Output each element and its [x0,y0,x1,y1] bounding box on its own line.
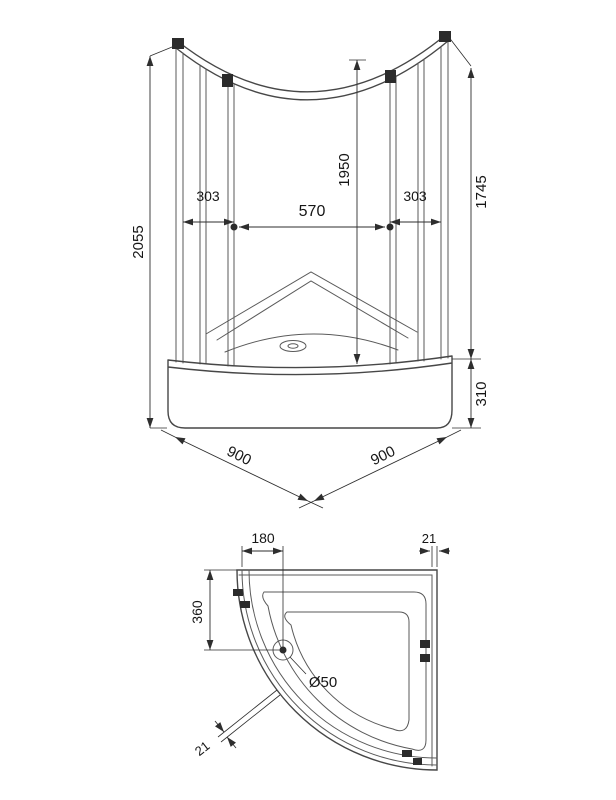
door-roller-left [222,74,233,87]
door-knob-right [386,223,394,231]
dim-line-side-left [174,436,309,502]
door-roller-plan-bottom [402,750,412,757]
basin-floor [284,611,410,732]
dim-right-panel: 303 [403,188,427,204]
door-knob-left [230,223,238,231]
corner-cap-right [439,31,451,42]
ext-lines-overall-height [149,44,178,429]
dim-side-left: 900 [224,443,254,469]
dim-arrow-profile-bottom-b [226,736,237,749]
dim-drain-offset-x: 180 [251,530,275,546]
door-roller-right [385,70,396,83]
dim-door-opening: 570 [299,203,326,220]
ext-lines-side-right [298,429,462,509]
ext-lines-profile-bottom [217,689,281,743]
dim-inner-height: 1950 [336,153,353,186]
elevation-dimensions: 2055 303 570 303 1950 1745 310 900 900 [130,35,490,509]
dim-arrow-profile-bottom-a [214,720,225,733]
ext-lines-drain-offset-y [204,569,283,651]
dim-profile-bottom: 21 [192,738,213,759]
door-track-arcs [241,569,438,766]
dim-line-side-right [313,436,448,502]
tray-interior-corner [205,271,418,353]
corner-cap-left [172,38,184,49]
dim-glass-height: 1745 [473,175,490,208]
dim-tray-height: 310 [473,381,490,406]
label-drain-diameter: Ø50 [309,674,337,691]
drain-front-center [287,343,299,349]
ext-lines-glass-height [447,35,481,360]
door-roller-plan-top2 [240,601,250,608]
basin-rim [262,591,427,751]
tray-outline-plan [236,569,438,771]
dim-drain-offset-y: 360 [189,600,205,624]
drain-front [279,340,307,352]
tray-front-outline [167,355,453,429]
plan-dimensions: 180 21 360 Ø50 21 [189,530,450,759]
door-roller-plan-bottom2 [413,758,422,765]
ext-lines-profile-top [431,546,438,567]
ext-lines-side-left [160,429,324,509]
wall-bracket-right2 [420,654,430,662]
plan-view [233,569,438,771]
dim-side-right: 900 [368,443,398,469]
dim-profile-top: 21 [422,531,436,546]
top-rail-profile [175,32,449,101]
wall-bracket-right [420,640,430,648]
drain-leader-line [289,656,307,675]
dim-overall-height: 2055 [130,225,147,258]
front-elevation-view [167,31,453,429]
wall-inner-lines [238,574,433,767]
dim-left-panel: 303 [196,188,220,204]
door-roller-plan-top [233,589,243,596]
